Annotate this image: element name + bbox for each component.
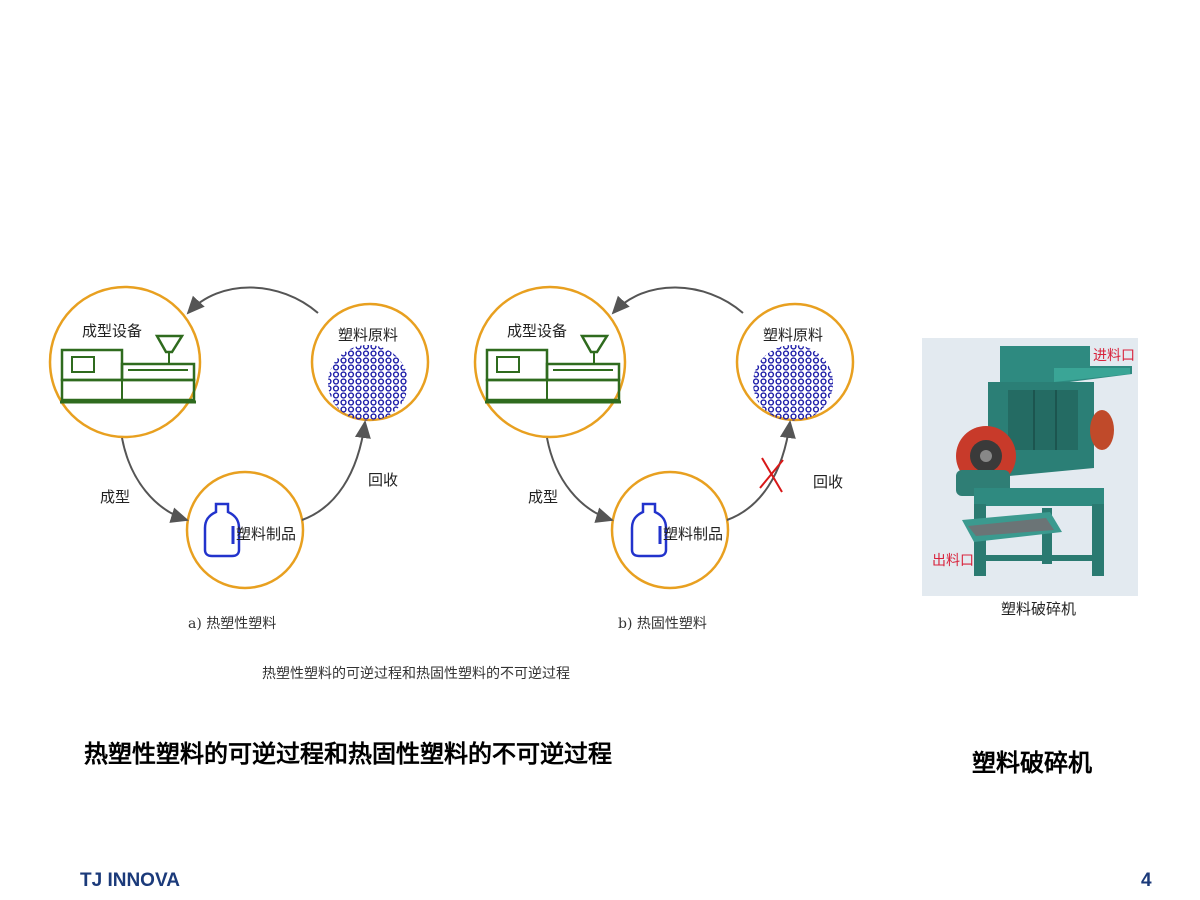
crusher-photo: 进料口 出料口: [922, 338, 1138, 596]
recycling-diagram: 成型设备 塑料原料 塑料制品 成型 回收 a) 热塑性塑料 成型设备 塑料原料 …: [40, 280, 880, 700]
inlet-label: 进料口: [1093, 348, 1135, 364]
panel-a-recycle-label: 回收: [368, 471, 399, 489]
outlet-label: 出料口: [932, 553, 974, 569]
panel-b-recycle-label: 回收: [813, 473, 844, 491]
page-number: 4: [1141, 870, 1152, 891]
crusher-illustration: [922, 338, 1138, 596]
panel-a-product-label: 塑料制品: [236, 525, 297, 543]
panel-b-caption: b) 热固性塑料: [618, 616, 707, 632]
panel-a-equipment-label: 成型设备: [82, 322, 143, 340]
panel-b-graphics: [473, 285, 855, 590]
panel-b-forming-label: 成型: [528, 488, 559, 506]
main-caption-right: 塑料破碎机: [972, 749, 1092, 777]
panel-a-caption: a) 热塑性塑料: [188, 616, 277, 632]
panel-b-equipment-label: 成型设备: [507, 322, 568, 340]
panel-a-raw-material-label: 塑料原料: [338, 326, 399, 344]
diagram-graphics: [48, 285, 855, 590]
panel-a-graphics: [48, 285, 430, 590]
panel-b-product-label: 塑料制品: [663, 525, 724, 543]
figure-caption: 热塑性塑料的可逆过程和热固性塑料的不可逆过程: [262, 666, 570, 682]
footer-brand: TJ INNOVA: [80, 870, 180, 891]
panel-a-forming-label: 成型: [100, 488, 131, 506]
crusher-photo-caption: 塑料破碎机: [1001, 600, 1077, 618]
main-caption-left: 热塑性塑料的可逆过程和热固性塑料的不可逆过程: [84, 740, 612, 768]
cross-mark: [759, 457, 784, 493]
panel-b-raw-material-label: 塑料原料: [763, 326, 824, 344]
